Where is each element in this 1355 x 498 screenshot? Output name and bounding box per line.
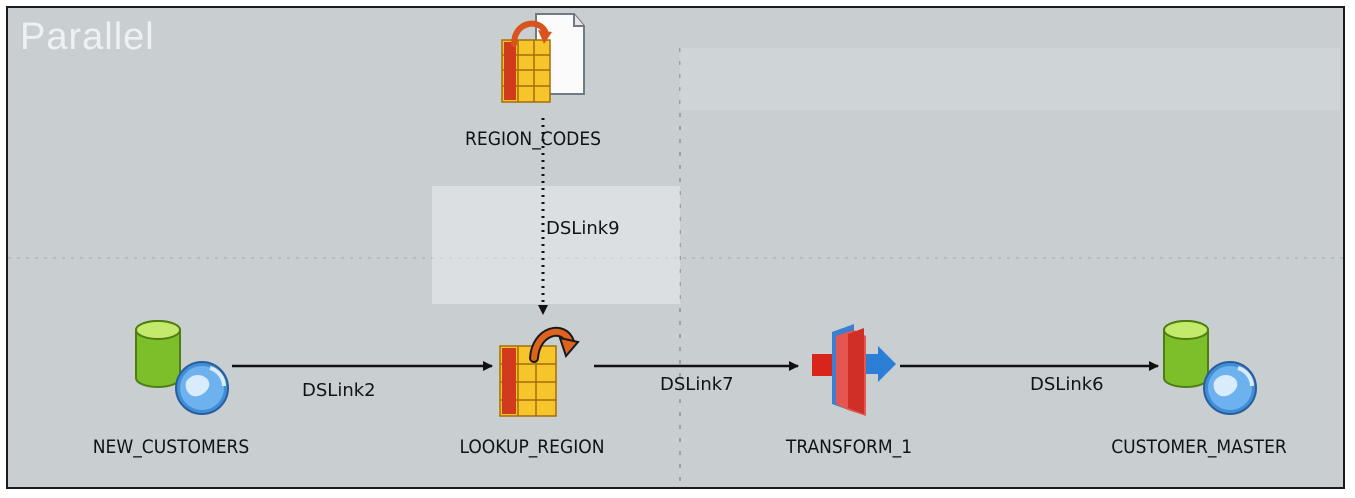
stage-label-new-customers[interactable]: NEW_CUSTOMERS <box>92 436 250 458</box>
transformer-stage-icon[interactable] <box>808 320 904 420</box>
stage-label-lookup-region[interactable]: LOOKUP_REGION <box>459 436 605 458</box>
lookup-stage-icon[interactable] <box>496 320 580 420</box>
link-label-dslink7[interactable]: DSLink7 <box>660 374 734 395</box>
database-connector-icon[interactable] <box>132 316 236 420</box>
job-design-canvas[interactable]: Parallel <box>6 6 1345 489</box>
stage-label-customer-master[interactable]: CUSTOMER_MASTER <box>1111 436 1287 458</box>
stage-label-region-codes[interactable]: REGION_CODES <box>465 128 601 150</box>
database-connector-icon[interactable] <box>1160 316 1264 420</box>
canvas-title: Parallel <box>20 16 155 58</box>
link-label-dslink6[interactable]: DSLink6 <box>1030 374 1104 395</box>
link-label-dslink2[interactable]: DSLink2 <box>302 380 376 401</box>
lookup-file-set-icon[interactable] <box>496 10 588 110</box>
link-label-dslink9[interactable]: DSLink9 <box>546 218 620 239</box>
canvas-graphics <box>8 48 1343 486</box>
stage-label-transform-1[interactable]: TRANSFORM_1 <box>785 436 913 458</box>
grid-lines <box>8 48 1343 486</box>
